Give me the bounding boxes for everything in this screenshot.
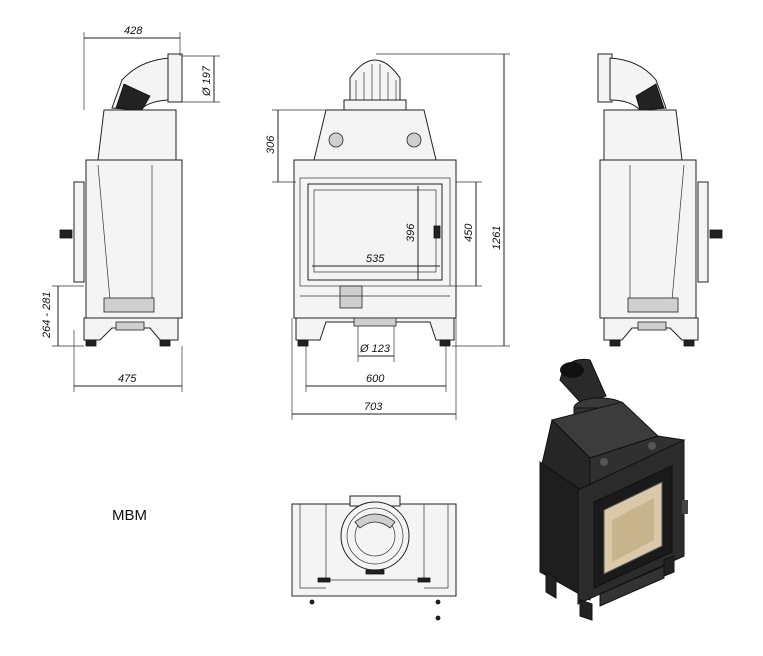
dim-side-leg-height: 264 - 281 bbox=[41, 292, 53, 339]
dim-flue-diameter: Ø 197 bbox=[201, 65, 213, 97]
front-dimensions: 306 535 396 450 1261 Ø 123 600 703 bbox=[265, 53, 510, 420]
dim-front-door-height: 450 bbox=[463, 223, 475, 242]
front-view bbox=[293, 59, 457, 347]
left-side-dimensions: 428 Ø 197 475 264 - 281 bbox=[41, 25, 220, 392]
dim-air-inlet-diameter: Ø 123 bbox=[359, 343, 391, 355]
left-side-view bbox=[59, 53, 183, 347]
dim-front-hood-height: 306 bbox=[265, 135, 277, 154]
model-label: MBM bbox=[112, 507, 147, 524]
dim-front-glass-height: 396 bbox=[405, 223, 417, 242]
right-side-view bbox=[597, 53, 723, 347]
fireplace-render bbox=[539, 358, 688, 621]
dim-front-glass-width: 535 bbox=[366, 253, 385, 265]
dim-front-total-height: 1261 bbox=[491, 226, 503, 250]
dim-side-top-width: 428 bbox=[124, 25, 143, 37]
top-view bbox=[291, 495, 457, 621]
dim-front-total-width: 703 bbox=[364, 401, 383, 413]
dim-side-base-width: 475 bbox=[118, 373, 137, 385]
dim-front-inner-width: 600 bbox=[366, 373, 385, 385]
